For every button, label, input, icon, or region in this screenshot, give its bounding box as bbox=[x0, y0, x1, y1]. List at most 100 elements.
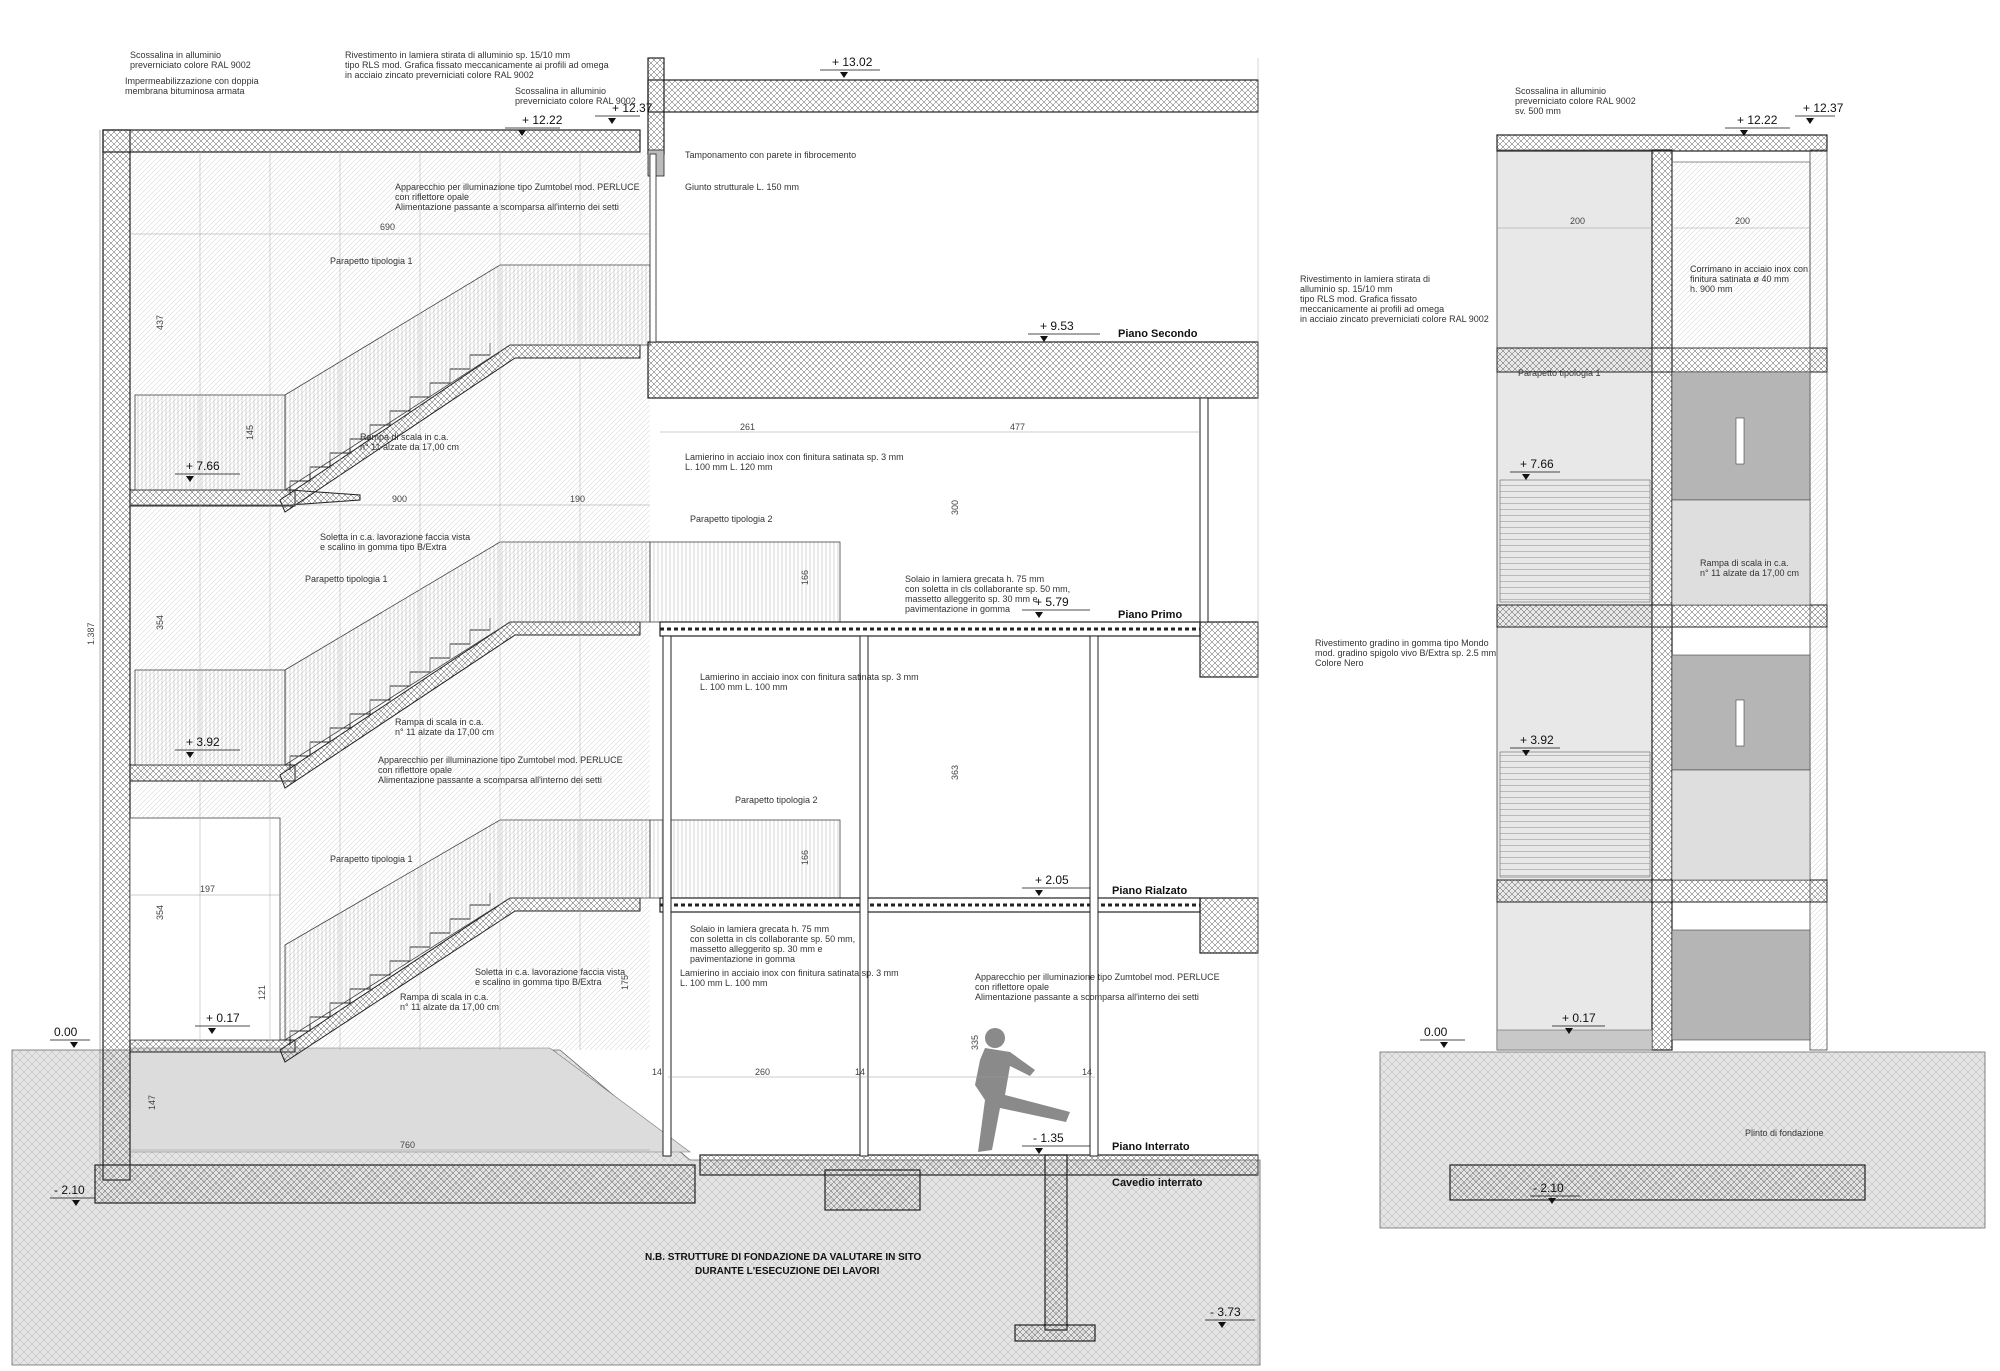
svg-text:354: 354 bbox=[155, 905, 165, 920]
column-3 bbox=[1089, 635, 1099, 1157]
svg-text:335: 335 bbox=[970, 1035, 980, 1050]
svg-text:200: 200 bbox=[1570, 216, 1585, 226]
svg-text:260: 260 bbox=[755, 1067, 770, 1077]
side-stair-treads-lower bbox=[1499, 751, 1651, 878]
beam-rialzato bbox=[1199, 897, 1259, 954]
svg-text:Soletta in c.a. lavorazione fa: Soletta in c.a. lavorazione faccia vista bbox=[320, 532, 470, 542]
svg-text:760: 760 bbox=[400, 1140, 415, 1150]
svg-text:+ 12.22: + 12.22 bbox=[1737, 113, 1778, 127]
svg-text:con riflettore opale: con riflettore opale bbox=[395, 192, 469, 202]
svg-text:Parapetto tipologia 2: Parapetto tipologia 2 bbox=[690, 514, 773, 524]
level-marker-017: + 0.17 bbox=[195, 1011, 250, 1034]
svg-text:con riflettore opale: con riflettore opale bbox=[975, 982, 1049, 992]
svg-text:Rivestimento in lamiera stirat: Rivestimento in lamiera stirata di allum… bbox=[345, 50, 570, 60]
svg-text:Lamierino in acciaio inox con: Lamierino in acciaio inox con finitura s… bbox=[680, 968, 899, 978]
foundation-left bbox=[94, 1164, 696, 1204]
side-door-slot-1 bbox=[1735, 417, 1745, 465]
basement-door bbox=[129, 817, 281, 1041]
level-marker-1222-side: + 12.22 bbox=[1725, 113, 1790, 136]
side-annotations: Scossalina in alluminio preverniciato co… bbox=[1300, 86, 1824, 1138]
svg-text:Parapetto tipologia 1: Parapetto tipologia 1 bbox=[330, 854, 413, 864]
foundation-note-line2: DURANTE L'ESECUZIONE DEI LAVORI bbox=[695, 1266, 880, 1277]
floor-label-interrato: Piano Interrato bbox=[1112, 1141, 1190, 1153]
svg-text:Lamierino in acciaio inox con: Lamierino in acciaio inox con finitura s… bbox=[700, 672, 919, 682]
side-dimensions: 200 200 bbox=[1497, 216, 1810, 229]
side-section: + 12.22 + 12.37 + 7.66 + 3.92 + 0.17 0.0… bbox=[1300, 86, 1986, 1229]
level-marker-392-side: + 3.92 bbox=[1510, 733, 1560, 756]
svg-text:massetto alleggerito sp. 30 mm: massetto alleggerito sp. 30 mm e bbox=[690, 944, 823, 954]
floor-label-rialzato: Piano Rialzato bbox=[1112, 885, 1187, 897]
floor-label-primo: Piano Primo bbox=[1118, 609, 1182, 621]
svg-text:190: 190 bbox=[570, 494, 585, 504]
roof-slab bbox=[102, 129, 641, 153]
svg-text:- 3.73: - 3.73 bbox=[1210, 1305, 1241, 1319]
side-foundation bbox=[1449, 1164, 1866, 1201]
svg-text:massetto alleggerito sp. 30 mm: massetto alleggerito sp. 30 mm e bbox=[905, 594, 1038, 604]
svg-text:+ 7.66: + 7.66 bbox=[1520, 457, 1554, 471]
side-stair-treads-upper bbox=[1499, 479, 1651, 603]
deep-footing bbox=[1014, 1324, 1096, 1342]
svg-text:Rampa di scala in c.a.: Rampa di scala in c.a. bbox=[1700, 558, 1789, 568]
svg-text:Colore Nero: Colore Nero bbox=[1315, 658, 1364, 668]
svg-text:14: 14 bbox=[1082, 1067, 1092, 1077]
svg-text:in acciaio zincato prevernicia: in acciaio zincato preverniciati colore … bbox=[1300, 314, 1489, 324]
dimension-labels: 1.387 690 437 354 354 145 900 190 197 12… bbox=[86, 130, 1200, 1180]
human-figure-running-icon bbox=[975, 1028, 1070, 1152]
svg-text:preverniciato colore RAL 9002: preverniciato colore RAL 9002 bbox=[1515, 96, 1636, 106]
side-slab-2 bbox=[1496, 604, 1828, 628]
column-4 bbox=[1199, 397, 1209, 623]
side-ground bbox=[1379, 1051, 1986, 1229]
svg-text:Rivestimento gradino in gomma: Rivestimento gradino in gomma tipo Mondo bbox=[1315, 638, 1489, 648]
svg-text:Apparecchio per illuminazione: Apparecchio per illuminazione tipo Zumto… bbox=[378, 755, 623, 765]
svg-text:Scossalina in alluminio: Scossalina in alluminio bbox=[130, 50, 221, 60]
side-stair-base bbox=[1496, 1029, 1653, 1051]
column-upper bbox=[649, 153, 657, 343]
slab-secondo bbox=[647, 341, 1259, 399]
svg-text:+ 0.17: + 0.17 bbox=[1562, 1011, 1596, 1025]
svg-text:+ 5.79: + 5.79 bbox=[1035, 595, 1069, 609]
svg-text:Corrimano in acciaio inox con: Corrimano in acciaio inox con bbox=[1690, 264, 1808, 274]
svg-text:n° 11 alzate da 17,00 cm: n° 11 alzate da 17,00 cm bbox=[1700, 568, 1799, 578]
svg-text:1.387: 1.387 bbox=[86, 622, 96, 645]
level-marker-205: + 2.05 bbox=[1022, 873, 1090, 896]
svg-text:pavimentazione in gomma: pavimentazione in gomma bbox=[905, 604, 1010, 614]
main-section: + 13.02 + 12.37 + 12.22 + 9.53 + 7.66 + … bbox=[11, 50, 1612, 1366]
svg-text:477: 477 bbox=[1010, 422, 1025, 432]
svg-text:L. 100 mm L. 100 mm: L. 100 mm L. 100 mm bbox=[700, 682, 788, 692]
svg-text:- 2.10: - 2.10 bbox=[1533, 1181, 1564, 1195]
svg-text:200: 200 bbox=[1735, 216, 1750, 226]
upper-roof-slab bbox=[647, 79, 1259, 113]
svg-text:Giunto strutturale L. 150 mm: Giunto strutturale L. 150 mm bbox=[685, 182, 799, 192]
level-marker-579: + 5.79 bbox=[1022, 595, 1090, 618]
svg-text:Apparecchio per illuminazione: Apparecchio per illuminazione tipo Zumto… bbox=[395, 182, 640, 192]
side-right-wall bbox=[1809, 149, 1828, 1051]
side-light-panel-2 bbox=[1671, 769, 1811, 881]
side-slab-3 bbox=[1496, 879, 1828, 903]
svg-text:14: 14 bbox=[652, 1067, 662, 1077]
level-marker-953: + 9.53 bbox=[1028, 319, 1100, 342]
svg-text:L. 100 mm L. 120 mm: L. 100 mm L. 120 mm bbox=[685, 462, 773, 472]
annotations: Scossalina in alluminio preverniciato co… bbox=[125, 50, 1220, 1012]
svg-text:437: 437 bbox=[155, 315, 165, 330]
svg-text:Scossalina in alluminio: Scossalina in alluminio bbox=[1515, 86, 1606, 96]
svg-text:- 2.10: - 2.10 bbox=[54, 1183, 85, 1197]
svg-text:175: 175 bbox=[620, 975, 630, 990]
side-center-wall bbox=[1651, 149, 1673, 1051]
svg-text:Scossalina in alluminio: Scossalina in alluminio bbox=[515, 86, 606, 96]
svg-text:Parapetto tipologia 1: Parapetto tipologia 1 bbox=[330, 256, 413, 266]
svg-text:197: 197 bbox=[200, 884, 215, 894]
svg-text:con soletta in cls collaborant: con soletta in cls collaborante sp. 50 m… bbox=[905, 584, 1070, 594]
foundation-note-line1: N.B. STRUTTURE DI FONDAZIONE DA VALUTARE… bbox=[645, 1252, 922, 1263]
svg-text:in acciaio zincato prevernicia: in acciaio zincato preverniciati colore … bbox=[345, 70, 534, 80]
svg-text:166: 166 bbox=[800, 570, 810, 585]
svg-text:Apparecchio per illuminazione: Apparecchio per illuminazione tipo Zumto… bbox=[975, 972, 1220, 982]
level-marker-000-side: 0.00 bbox=[1420, 1025, 1465, 1048]
slab-interrato bbox=[699, 1154, 1259, 1176]
side-level-markers: + 12.22 + 12.37 + 7.66 + 3.92 + 0.17 0.0… bbox=[1420, 101, 1844, 1204]
foundation-pad bbox=[824, 1169, 921, 1211]
svg-text:+ 0.17: + 0.17 bbox=[206, 1011, 240, 1025]
level-marker-766-side: + 7.66 bbox=[1510, 457, 1560, 480]
svg-text:+ 13.02: + 13.02 bbox=[832, 55, 873, 69]
level-marker-1302: + 13.02 bbox=[820, 55, 880, 78]
